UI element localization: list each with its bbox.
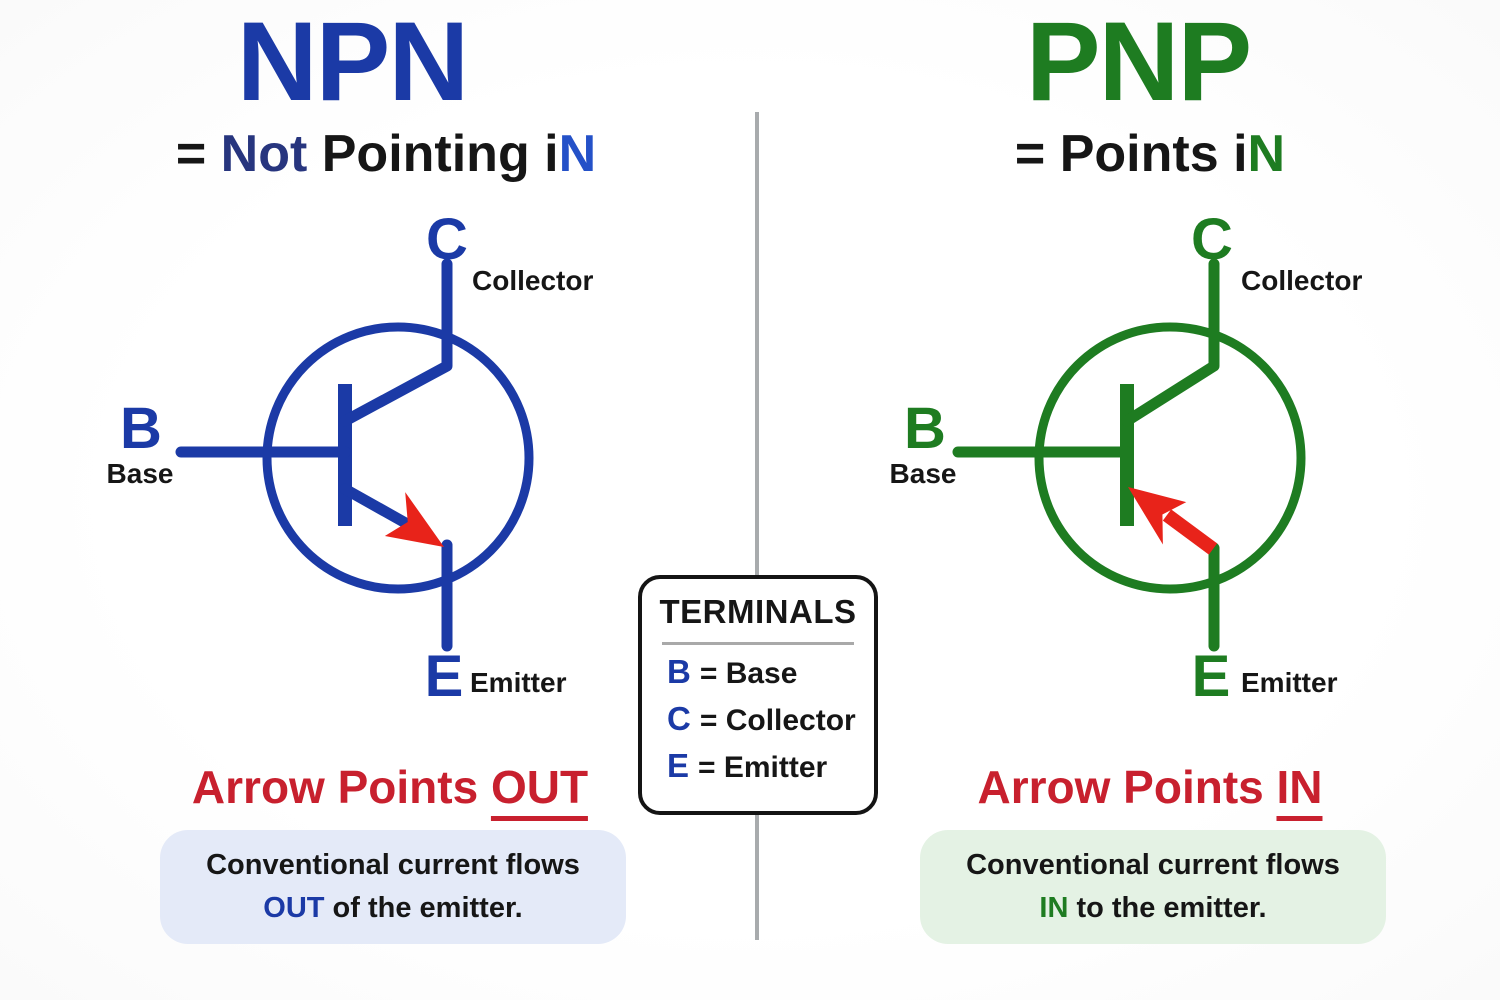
pnp-arrow-heading: Arrow Points IN [977,761,1323,821]
terminal-rest-c: = Collector [699,704,856,737]
npn-subtitle: = Not Pointing iN [176,128,596,180]
pnp-note-rest: to the emitter. [1068,892,1267,924]
npn-collector-letter: C [426,207,468,272]
npn-subtitle-not: Not [220,125,308,183]
terminal-rest-e: = Emitter [698,751,828,784]
pnp-collector-label: Collector [1241,265,1363,296]
terminal-letter-c: C [667,700,691,737]
pnp-subtitle: = Points iN [1015,128,1285,180]
npn-emitter-label: Emitter [470,667,567,698]
terminals-legend-box: TERMINALS B= Base C= Collector E= Emitte… [638,575,878,815]
npn-note-accent: OUT [263,892,325,924]
pnp-subtitle-equals: = [1014,125,1060,183]
pnp-symbol [952,258,1306,652]
npn-collector-lead [339,258,453,427]
pnp-subtitle-n: N [1247,125,1286,183]
pnp-emitter-label: Emitter [1241,667,1338,698]
npn-symbol [175,258,534,652]
npn-subtitle-n: N [558,125,597,183]
pnp-collector-lead [1121,258,1220,427]
pnp-base-letter: B [904,396,946,461]
npn-base-label: Base [106,458,174,489]
npn-circle [262,322,534,594]
npn-note-box: Conventional current flows OUT of the em… [160,830,626,944]
pnp-arrow-in-icon [1128,487,1187,545]
pnp-note-line2: IN to the emitter. [1039,887,1266,931]
terminal-row-base: B= Base [667,655,874,689]
npn-emitter-letter: E [424,644,464,709]
pnp-note-accent: IN [1039,892,1069,924]
pnp-arrow-heading-prefix: Arrow Points [977,761,1277,813]
npn-subtitle-middle: Pointing i [307,125,559,183]
terminal-letter-e: E [667,747,690,784]
npn-arrow-heading-accent: OUT [490,761,589,821]
pnp-title: PNP [1025,0,1252,124]
terminal-letter-b: B [667,653,691,690]
npn-note-line1: Conventional current flows [206,848,580,881]
npn-note-line2: OUT of the emitter. [263,887,522,931]
npn-base-letter: B [120,396,162,461]
pnp-collector-letter: C [1191,207,1233,272]
pnp-note-box: Conventional current flows IN to the emi… [920,830,1386,944]
npn-title: NPN [236,0,469,124]
npn-arrow-out-icon [384,492,444,547]
pnp-arrow-shaft [1162,509,1218,555]
terminals-rows: B= Base C= Collector E= Emitter [642,655,874,783]
pnp-emitter-letter: E [1191,644,1231,709]
pnp-base-label: Base [889,458,957,489]
terminals-divider [662,642,854,645]
pnp-circle [1034,322,1306,594]
npn-arrow-heading: Arrow Points OUT [191,761,589,821]
pnp-note-line1: Conventional current flows [966,848,1340,881]
center-divider-line [755,112,759,940]
terminal-rest-b: = Base [699,657,798,690]
npn-collector-label: Collector [472,265,594,296]
terminals-title: TERMINALS [659,593,857,630]
npn-subtitle-equals: = [175,125,221,183]
pnp-arrow-heading-accent: IN [1276,761,1323,821]
pnp-subtitle-middle: Points i [1059,125,1248,183]
terminal-row-emitter: E= Emitter [667,749,874,783]
npn-note-rest: of the emitter. [324,892,523,924]
npn-arrow-heading-prefix: Arrow Points [191,761,491,813]
terminal-row-collector: C= Collector [667,702,874,736]
